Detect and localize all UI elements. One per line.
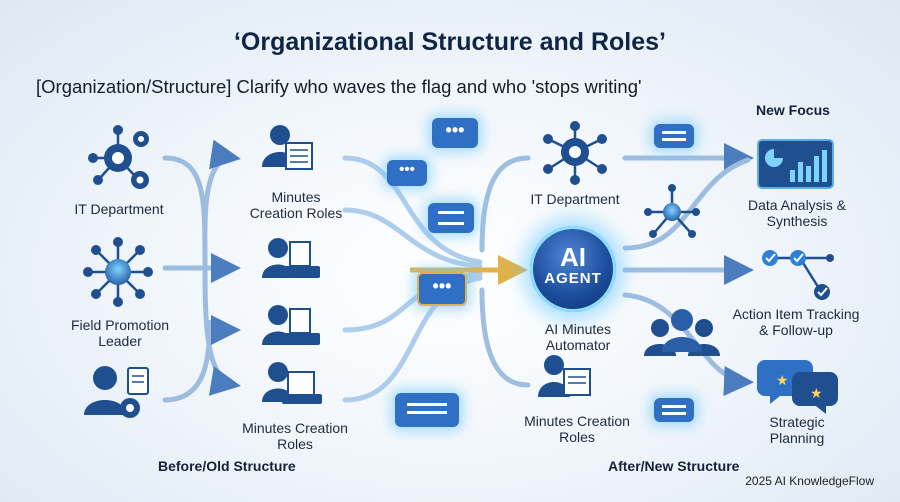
message-bubble-icon-3 xyxy=(654,124,694,148)
focus-item-strategic-planning: Strategic Planning xyxy=(769,414,825,446)
minutes-worker-icon-after xyxy=(538,355,591,397)
network-gear-icon xyxy=(88,125,149,189)
hub-network-icon xyxy=(83,237,153,307)
ai-agent-sub-label: AGENT xyxy=(544,270,602,287)
message-bubble-icon-1 xyxy=(428,203,474,233)
message-bubble-icon-2 xyxy=(395,393,459,427)
ai-agent-main-label: AI xyxy=(560,242,586,272)
svg-text:★: ★ xyxy=(776,373,789,389)
connector-node-icon xyxy=(644,184,700,238)
minutes-worker-icon-2 xyxy=(262,238,320,278)
network-gear-icon-after xyxy=(543,121,607,185)
before-minutes-roles-bottom-label: Minutes Creation Roles xyxy=(242,420,348,452)
checklist-tracking-icon xyxy=(762,250,834,300)
before-section-label: Before/Old Structure xyxy=(158,458,296,474)
minutes-worker-icon-3 xyxy=(262,305,320,345)
chat-bubble-icon-1: ••• xyxy=(432,118,478,148)
footer-credit: 2025 AI KnowledgeFlow xyxy=(745,474,874,488)
after-section-label: After/New Structure xyxy=(608,458,740,474)
new-focus-heading: New Focus xyxy=(756,102,830,118)
chat-bubble-icon-2: ••• xyxy=(387,160,427,186)
before-flow-arrows xyxy=(162,139,241,403)
before-minutes-roles-top-label: Minutes Creation Roles xyxy=(249,189,343,221)
analytics-dashboard-icon xyxy=(757,139,834,189)
focus-item-action-tracking: Action Item Tracking & Follow-up xyxy=(732,306,860,338)
before-it-department-label: IT Department xyxy=(74,201,164,217)
svg-text:★: ★ xyxy=(810,386,823,402)
after-minutes-roles-label: Minutes Creation Roles xyxy=(524,413,630,445)
page-title: ‘Organizational Structure and Roles’ xyxy=(233,28,667,56)
team-icon xyxy=(644,309,720,356)
focus-item-data-analysis: Data Analysis & Synthesis xyxy=(747,197,847,229)
ai-agent-node: AI AGENT xyxy=(530,226,616,312)
chat-bubble-icon-3: ••• xyxy=(417,272,467,306)
before-field-leader-label: Field Promotion Leader xyxy=(70,317,170,349)
person-document-icon xyxy=(84,366,149,418)
star-chat-icon: ★ ★ xyxy=(757,360,838,414)
page-subtitle: [Organization/Structure] Clarify who wav… xyxy=(36,76,642,97)
message-bubble-icon-4 xyxy=(654,398,694,422)
minutes-worker-icon-1 xyxy=(262,125,313,170)
ai-automator-label: AI Minutes Automator xyxy=(544,321,612,353)
after-it-department-label: IT Department xyxy=(530,191,620,207)
minutes-worker-icon-4 xyxy=(262,362,322,404)
